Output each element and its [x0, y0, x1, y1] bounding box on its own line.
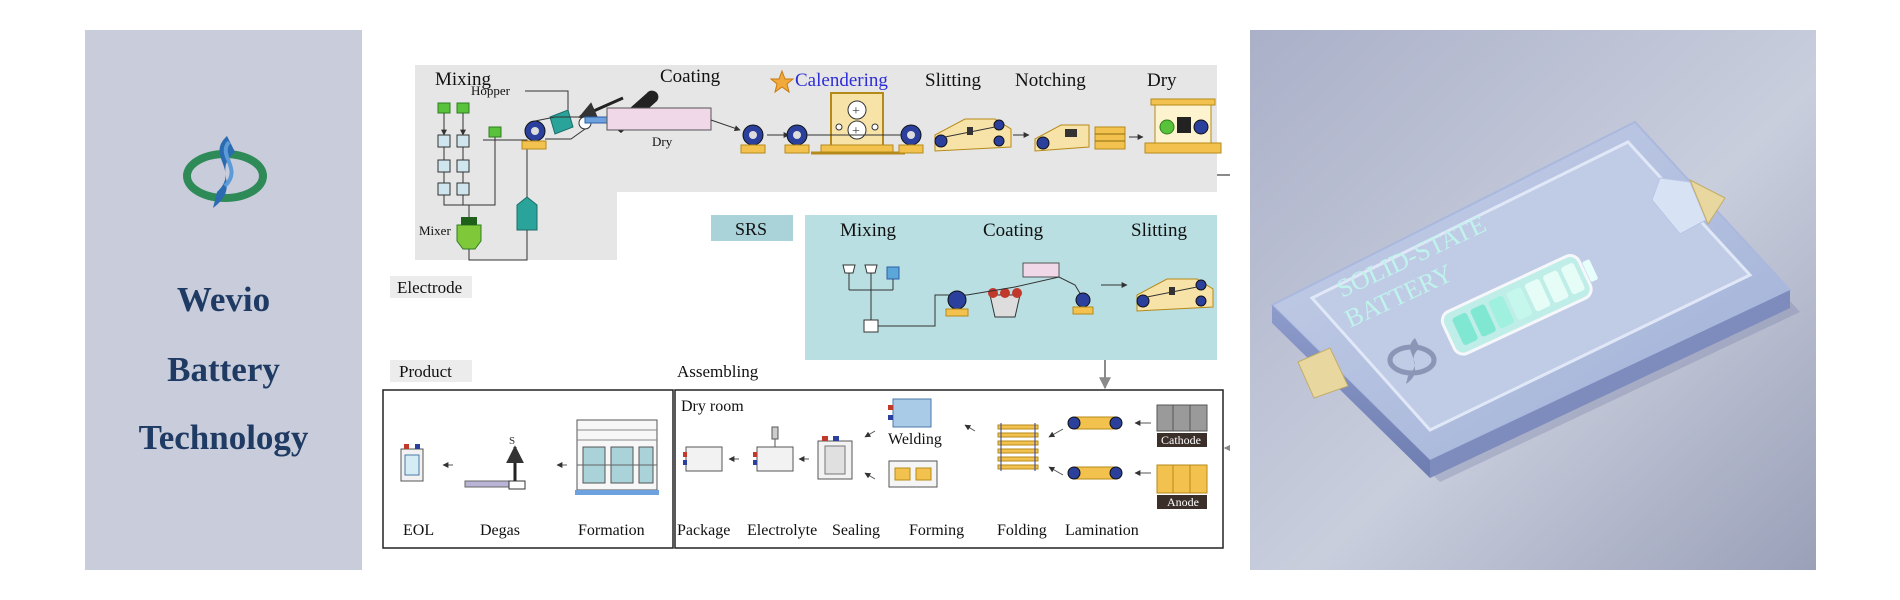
brand-logo-icon — [183, 136, 267, 208]
brand-panel: Wevio Battery Technology — [85, 30, 362, 570]
product-label-bg — [390, 360, 472, 382]
assembling-step-folding: Folding — [997, 522, 1047, 539]
srs-coating-icon — [945, 262, 1128, 318]
assembling-step-package: Package — [677, 522, 730, 539]
srs-slitting-icon — [1136, 278, 1214, 312]
connector-electrode-to-assembling — [1217, 174, 1230, 454]
formation-rack-icon — [575, 419, 659, 495]
star-icon — [769, 69, 795, 94]
battery-image: SOLID-STATE BATTERY — [1250, 30, 1816, 570]
step-coating: Coating — [660, 66, 721, 87]
anode-material-icon — [1156, 464, 1208, 509]
coating-equipment-icon — [521, 90, 712, 150]
slitting-equipment-icon — [934, 118, 1030, 152]
step-dry: Dry — [1147, 70, 1177, 91]
step-mixing: Mixing — [435, 69, 491, 90]
lamination-icon — [1067, 416, 1123, 480]
label-cathode: Cathode — [1161, 433, 1201, 447]
assembling-step-sealing: Sealing — [832, 522, 880, 539]
assembling-step-forming: Forming — [909, 522, 964, 539]
brand-name-line-2: Battery — [167, 350, 280, 389]
srs-step-mixing: Mixing — [840, 220, 896, 241]
srs-step-coating: Coating — [983, 220, 1044, 241]
product-step-formation: Formation — [578, 522, 645, 539]
forming-icon — [888, 460, 938, 488]
section-label-electrode: Electrode — [397, 278, 462, 297]
degas-icon: S — [464, 435, 526, 490]
sealing-cell-icon — [817, 436, 853, 480]
label-mixer: Mixer — [419, 223, 451, 238]
cathode-material-icon — [1156, 404, 1208, 447]
brand-name-line-1: Wevio — [176, 280, 271, 319]
product-step-eol: EOL — [403, 522, 434, 539]
calendering-equipment-icon: + + — [710, 92, 924, 155]
product-step-degas: Degas — [480, 522, 520, 539]
battery-process-diagram: Mixing Coating Calendering Slitting Notc… — [382, 65, 1230, 549]
battery-level-icon — [1440, 254, 1598, 356]
section-label-srs: SRS — [735, 219, 767, 239]
section-label-product: Product — [399, 362, 452, 381]
label-hopper: Hopper — [471, 83, 511, 98]
label-dry-room: Dry room — [681, 398, 744, 415]
welding-icon — [888, 398, 932, 428]
step-notching: Notching — [1015, 70, 1086, 91]
label-coating-dry: Dry — [652, 134, 673, 149]
folding-stack-icon — [997, 423, 1039, 471]
electrode-label-bg — [390, 276, 472, 298]
svg-text:S: S — [509, 435, 515, 447]
label-anode: Anode — [1167, 495, 1199, 509]
section-label-assembling: Assembling — [677, 362, 759, 381]
brand-name-line-3: Technology — [138, 418, 309, 457]
package-cell-icon — [683, 446, 723, 472]
assembling-step-electrolyte: Electrolyte — [747, 522, 817, 539]
srs-step-slitting: Slitting — [1131, 220, 1187, 241]
notching-equipment-icon — [1034, 124, 1144, 152]
mixing-equipment-icon — [437, 102, 538, 261]
dry-equipment-icon — [1144, 98, 1222, 154]
label-welding: Welding — [888, 431, 942, 448]
electrolyte-cell-icon — [753, 426, 794, 472]
step-calendering: Calendering — [795, 70, 888, 91]
assembling-step-lamination: Lamination — [1065, 522, 1139, 539]
svg-text:+: + — [852, 124, 860, 139]
svg-text:+: + — [852, 104, 860, 119]
battery-logo-icon — [1387, 338, 1437, 384]
step-slitting: Slitting — [925, 70, 981, 91]
srs-label-bg — [711, 215, 793, 241]
eol-cell-icon — [400, 444, 424, 482]
